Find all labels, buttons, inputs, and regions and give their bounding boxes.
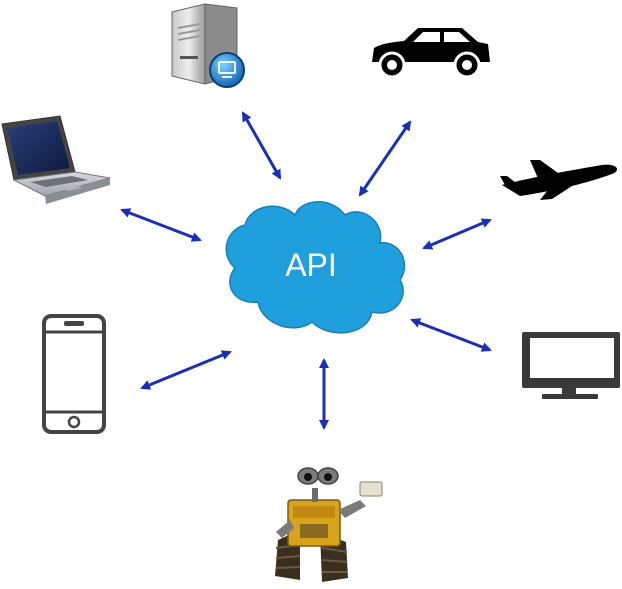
- robot-icon: [275, 467, 383, 582]
- arrow-monitor: [410, 318, 492, 352]
- cloud-shape: [225, 201, 406, 334]
- server-icon: [171, 3, 245, 88]
- arrow-laptop: [120, 208, 202, 242]
- airplane-icon: [500, 160, 617, 200]
- arrow-server: [241, 111, 282, 180]
- arrow-airplane: [422, 218, 492, 250]
- api-cloud: API: [225, 201, 406, 334]
- smartphone-icon: [42, 314, 106, 434]
- laptop-icon: [1, 115, 111, 204]
- arrow-car: [358, 120, 412, 197]
- arrow-smartphone: [140, 350, 232, 390]
- monitor-icon: [522, 332, 620, 399]
- api-label: API: [285, 247, 337, 283]
- car-icon: [372, 28, 490, 79]
- arrows: [120, 111, 492, 430]
